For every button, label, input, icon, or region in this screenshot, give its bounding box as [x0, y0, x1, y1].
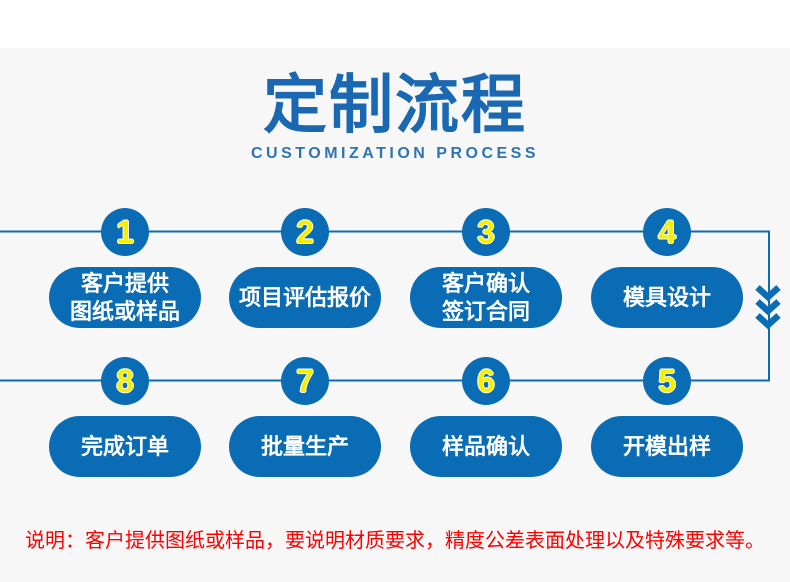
- step-group-7: 7 批量生产: [229, 357, 381, 477]
- step-label-pill: 完成订单: [49, 416, 201, 477]
- page-title: 定制流程: [263, 69, 527, 141]
- step-group-4: 4 模具设计: [591, 208, 743, 328]
- step-number-badge: 8: [101, 357, 149, 405]
- step-number: 4: [658, 214, 676, 250]
- step-number-badge: 1: [101, 208, 149, 256]
- page-subtitle: CUSTOMIZATION PROCESS: [250, 145, 540, 162]
- step-group-6: 6 样品确认: [410, 357, 562, 477]
- step-number-badge: 7: [281, 357, 329, 405]
- step-number: 5: [658, 363, 676, 399]
- down-chevrons-icon: [755, 285, 781, 330]
- step-label-pill: 客户确认 签订合同: [410, 267, 562, 328]
- step-label-pill: 开模出样: [591, 416, 743, 477]
- step-group-2: 2 项目评估报价: [229, 208, 381, 328]
- step-number: 1: [116, 214, 134, 250]
- step-number: 8: [116, 363, 134, 399]
- step-group-5: 5 开模出样: [591, 357, 743, 477]
- step-number-badge: 4: [643, 208, 691, 256]
- step-number-badge: 5: [643, 357, 691, 405]
- step-number-badge: 2: [281, 208, 329, 256]
- step-number-badge: 6: [462, 357, 510, 405]
- step-label-pill: 样品确认: [410, 416, 562, 477]
- step-label-pill: 批量生产: [229, 416, 381, 477]
- step-group-8: 8 完成订单: [49, 357, 201, 477]
- step-number-badge: 3: [462, 208, 510, 256]
- step-label-pill: 客户提供 图纸或样品: [49, 267, 201, 328]
- step-number: 7: [296, 363, 314, 399]
- note-text: 说明：客户提供图纸或样品，要说明材质要求，精度公差表面处理以及特殊要求等。: [25, 530, 765, 552]
- step-label-pill: 项目评估报价: [229, 267, 381, 328]
- step-label-pill: 模具设计: [591, 267, 743, 328]
- step-number: 3: [477, 214, 495, 250]
- step-group-3: 3 客户确认 签订合同: [410, 208, 562, 328]
- step-number: 2: [296, 214, 314, 250]
- step-number: 6: [477, 363, 495, 399]
- step-group-1: 1 客户提供 图纸或样品: [49, 208, 201, 328]
